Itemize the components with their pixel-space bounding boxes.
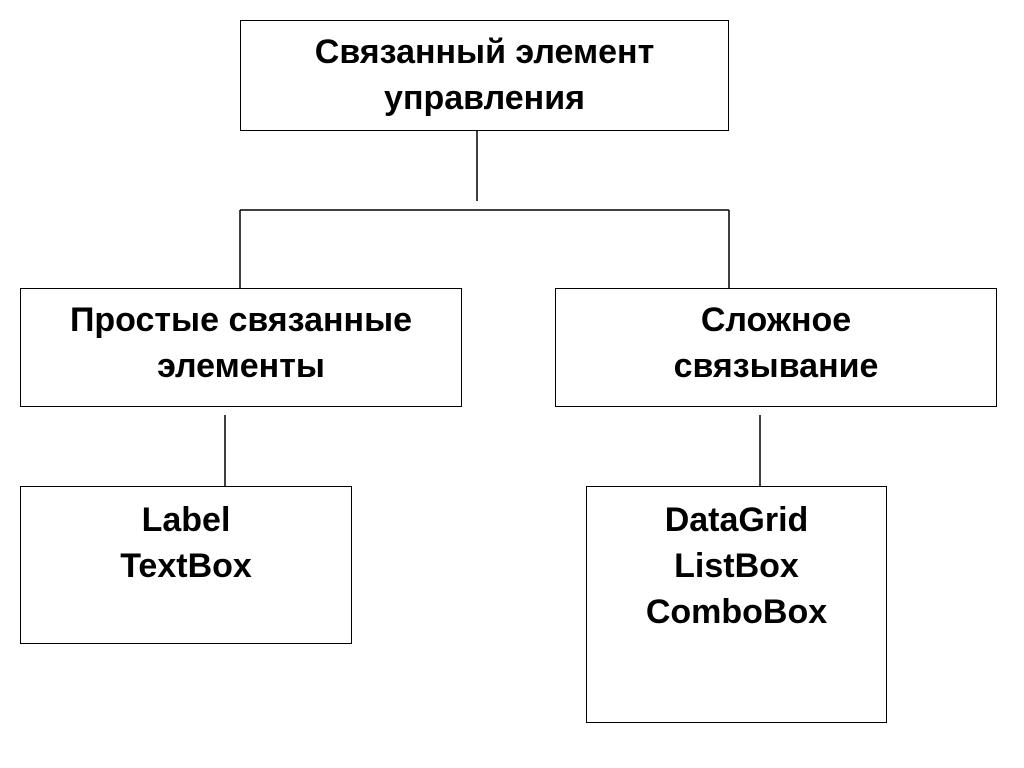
complex-controls-node: DataGrid ListBox ComboBox xyxy=(586,486,887,723)
control-item-datagrid: DataGrid xyxy=(664,501,809,539)
complex-binding-line-1: Сложное xyxy=(700,301,852,339)
complex-binding-line-2: связывание xyxy=(673,347,879,385)
simple-binding-node: Простые связанные элементы xyxy=(20,288,462,407)
control-item-textbox: TextBox xyxy=(120,547,252,585)
control-item-listbox: ListBox xyxy=(674,547,799,585)
control-item-label: Label xyxy=(141,501,231,539)
root-node: Связанный элемент управления xyxy=(240,20,729,131)
complex-binding-node: Сложное связывание xyxy=(555,288,997,407)
simple-controls-node: Label TextBox xyxy=(20,486,352,644)
control-item-combobox: ComboBox xyxy=(645,593,828,631)
simple-binding-line-1: Простые связанные xyxy=(69,301,413,339)
root-node-line-1: Связанный элемент xyxy=(314,33,655,71)
root-node-line-2: управления xyxy=(384,79,585,117)
simple-binding-line-2: элементы xyxy=(157,347,325,385)
